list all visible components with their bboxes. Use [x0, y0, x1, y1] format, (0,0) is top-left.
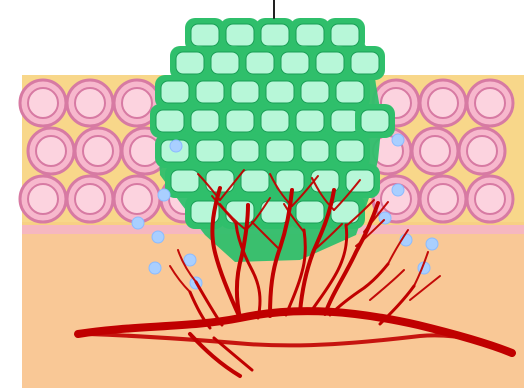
tumor-cell-core	[351, 52, 379, 74]
tumor-cell-core	[296, 201, 324, 223]
signal-dot	[158, 189, 170, 201]
tumor-cell-core	[361, 110, 389, 132]
signal-dot	[132, 217, 144, 229]
tumor-cell-core	[241, 170, 269, 192]
tumor-cell-core	[296, 110, 324, 132]
normal-cell-nucleus	[122, 88, 152, 118]
normal-cell-nucleus	[428, 184, 458, 214]
tumor-cell-core	[246, 52, 274, 74]
tumor-cell-core	[161, 81, 189, 103]
signal-dot	[392, 184, 404, 196]
tumor-cell-core	[211, 52, 239, 74]
signal-dot	[170, 140, 182, 152]
tumor-cell-core	[191, 24, 219, 46]
signal-dot	[152, 231, 164, 243]
normal-cell-nucleus	[28, 88, 58, 118]
tumor-cell-core	[296, 24, 324, 46]
tumor-cell-core	[301, 140, 329, 162]
normal-cell-nucleus	[475, 88, 505, 118]
normal-cell-nucleus	[83, 136, 113, 166]
normal-cell-nucleus	[420, 136, 450, 166]
tumor-cell-core	[226, 24, 254, 46]
tumor-cell-core	[191, 110, 219, 132]
tumor-cell-core	[336, 140, 364, 162]
tumor-cell-core	[226, 110, 254, 132]
normal-cell-nucleus	[467, 136, 497, 166]
signal-dot	[426, 238, 438, 250]
tumor-cell-core	[316, 52, 344, 74]
tumor-cell-core	[171, 170, 199, 192]
tumor-cell-core	[196, 140, 224, 162]
tumor-cell-core	[266, 81, 294, 103]
tumor-cell-core	[301, 81, 329, 103]
tumor-cell-core	[261, 24, 289, 46]
tumor-cell-core	[281, 52, 309, 74]
normal-cell-nucleus	[122, 184, 152, 214]
normal-cell-nucleus	[28, 184, 58, 214]
tumor-cell-core	[276, 170, 304, 192]
tumor-cell-core	[266, 140, 294, 162]
normal-cell-nucleus	[75, 88, 105, 118]
tumor-cell-core	[231, 81, 259, 103]
tumor-cell-core	[176, 52, 204, 74]
normal-cell-nucleus	[475, 184, 505, 214]
tumor-cell-core	[231, 140, 259, 162]
tumor-cell-core	[331, 24, 359, 46]
tumor-cell-core	[156, 110, 184, 132]
tumor-cell-core	[331, 110, 359, 132]
tumor-mass	[150, 0, 395, 262]
signal-dot	[184, 254, 196, 266]
tumor-cell-core	[196, 81, 224, 103]
signal-dot	[392, 134, 404, 146]
tumor-cell-core	[261, 110, 289, 132]
normal-cell-nucleus	[36, 136, 66, 166]
normal-cell-nucleus	[428, 88, 458, 118]
signal-dot	[149, 262, 161, 274]
normal-cell-nucleus	[75, 184, 105, 214]
tumor-cell-core	[336, 81, 364, 103]
